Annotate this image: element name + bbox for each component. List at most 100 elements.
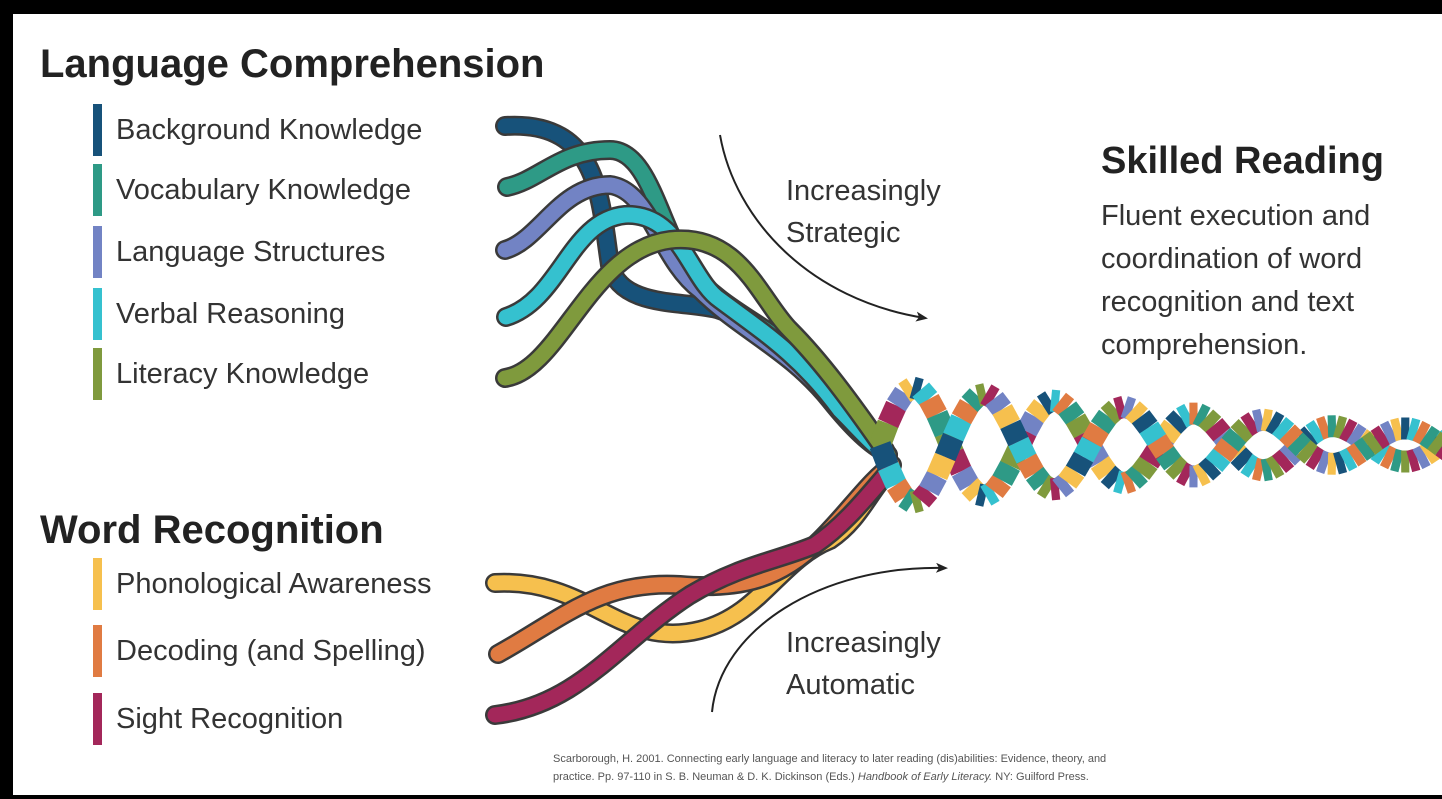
braid-segment-b24 xyxy=(1065,413,1094,439)
braid-segment-a40 xyxy=(1198,456,1222,481)
strategic-label-line1: Increasingly xyxy=(786,175,941,207)
strategic-arrow xyxy=(719,134,928,322)
braid-segment-b39 xyxy=(1192,403,1211,428)
braid-segment-a54 xyxy=(1316,450,1332,474)
braid-segment-a21 xyxy=(1049,477,1061,501)
wr-item-label: Decoding (and Spelling) xyxy=(116,634,426,667)
braid-segment-a61 xyxy=(1370,425,1391,450)
citation: Scarborough, H. 2001. Connecting early l… xyxy=(553,750,1106,786)
braid-segment-b22 xyxy=(1052,392,1075,417)
color-swatch xyxy=(93,625,102,677)
braid-segment-a60 xyxy=(1362,431,1384,455)
braid-segment-a25 xyxy=(1073,436,1102,463)
braid-segment-a35 xyxy=(1156,446,1183,471)
description-line: comprehension. xyxy=(1101,329,1308,361)
lc-item-verbal-reasoning: Verbal Reasoning xyxy=(93,288,345,340)
braid-segment-a13 xyxy=(980,384,1000,409)
braid-segment-a0 xyxy=(869,441,899,471)
braid-segment-a12 xyxy=(975,383,989,407)
wr-strand-2 xyxy=(487,462,898,723)
color-swatch xyxy=(93,226,102,278)
wr-item-label: Phonological Awareness xyxy=(116,567,432,600)
braid-segment-a34 xyxy=(1147,434,1175,459)
braid-segment-a44 xyxy=(1230,418,1255,443)
braid-segment-b63 xyxy=(1390,448,1404,473)
braid-segment-a31 xyxy=(1125,401,1148,425)
description-line: recognition and text xyxy=(1101,286,1355,318)
braid-segment-a68 xyxy=(1427,431,1442,456)
color-swatch xyxy=(93,288,102,340)
braid-segment-a20 xyxy=(1036,474,1057,499)
braid-segment-a63 xyxy=(1390,417,1404,442)
braid-segment-a11 xyxy=(961,388,986,413)
braid-segment-b49 xyxy=(1271,449,1295,473)
braid-segment-a5 xyxy=(912,483,938,508)
automatic-label: Increasingly Automatic xyxy=(786,622,941,706)
braid-segment-b3 xyxy=(898,378,919,402)
braid-segment-a28 xyxy=(1100,400,1124,425)
braid-segment-a27 xyxy=(1090,409,1117,434)
braid-segment-b14 xyxy=(985,473,1011,499)
braid-segment-a30 xyxy=(1120,396,1137,420)
braid-segment-b66 xyxy=(1412,445,1431,470)
braid-segment-a4 xyxy=(909,489,924,514)
braid-segment-a42 xyxy=(1213,438,1239,463)
citation-book-title: Handbook of Early Literacy. xyxy=(857,771,993,783)
braid-segment-b41 xyxy=(1205,417,1231,442)
braid-segment-a65 xyxy=(1406,417,1421,442)
braid-segment-b18 xyxy=(1016,411,1045,437)
lc-item-literacy-knowledge: Literacy Knowledge xyxy=(93,348,369,400)
wr-item-phonological-awareness: Phonological Awareness xyxy=(93,558,431,610)
braid-segment-a52 xyxy=(1296,440,1319,464)
braid-segment-b13 xyxy=(980,481,1000,506)
braid-segment-a24 xyxy=(1065,451,1094,477)
braid-segment-b5 xyxy=(912,382,938,407)
lc-item-label: Vocabulary Knowledge xyxy=(116,173,412,206)
braid-segment-a29 xyxy=(1113,396,1128,420)
color-swatch xyxy=(93,693,102,745)
braid-segment-a39 xyxy=(1192,462,1211,487)
braid-segment-a41 xyxy=(1205,448,1231,473)
braid-segment-a1 xyxy=(878,462,907,490)
word-recognition-title: Word Recognition xyxy=(40,508,384,552)
braid-segment-a16 xyxy=(1000,419,1029,447)
color-swatch xyxy=(93,558,102,610)
braid-segment-b2 xyxy=(887,386,914,412)
braid-segment-b54 xyxy=(1316,416,1332,440)
braid-segment-a59 xyxy=(1353,437,1376,461)
braid-segment-b0 xyxy=(869,419,899,449)
wr-item-label: Sight Recognition xyxy=(116,702,344,735)
color-swatch xyxy=(93,348,102,400)
braid-segment-a10 xyxy=(951,399,980,425)
skilled-reading-title: Skilled Reading xyxy=(1101,140,1384,182)
braid-segment-a47 xyxy=(1260,408,1273,432)
braid-segment-b56 xyxy=(1333,415,1348,440)
braid-segment-a17 xyxy=(1008,436,1037,464)
color-swatch xyxy=(93,104,102,156)
braid-segment-a19 xyxy=(1025,466,1052,491)
braid-segment-a51 xyxy=(1287,432,1312,457)
braid-segment-b57 xyxy=(1339,418,1358,443)
braid-segment-b19 xyxy=(1025,399,1052,424)
braid-segment-b29 xyxy=(1113,470,1128,494)
braid-segment-b62 xyxy=(1379,445,1398,470)
skilled-reading-braid xyxy=(869,376,1442,514)
braid-segment-a50 xyxy=(1279,424,1303,449)
citation-line2-prefix: practice. Pp. 97-110 in S. B. Neuman & D… xyxy=(553,771,855,783)
lc-item-label: Literacy Knowledge xyxy=(116,357,370,390)
braid-segment-a18 xyxy=(1016,453,1045,479)
braid-segment-b12 xyxy=(975,483,989,507)
braid-segment-b30 xyxy=(1120,470,1137,494)
braid-segment-a46 xyxy=(1252,408,1266,433)
braid-segment-b58 xyxy=(1346,423,1367,448)
braid-segment-b28 xyxy=(1100,465,1124,490)
braid-segment-b11 xyxy=(961,477,986,502)
lc-item-label: Language Structures xyxy=(116,235,386,268)
braid-segment-a62 xyxy=(1379,420,1398,445)
braid-segment-b37 xyxy=(1176,403,1195,428)
lc-item-label: Background Knowledge xyxy=(116,113,423,146)
citation-line1: Scarborough, H. 2001. Connecting early l… xyxy=(553,753,1107,765)
description-line: Fluent execution and xyxy=(1101,200,1371,232)
